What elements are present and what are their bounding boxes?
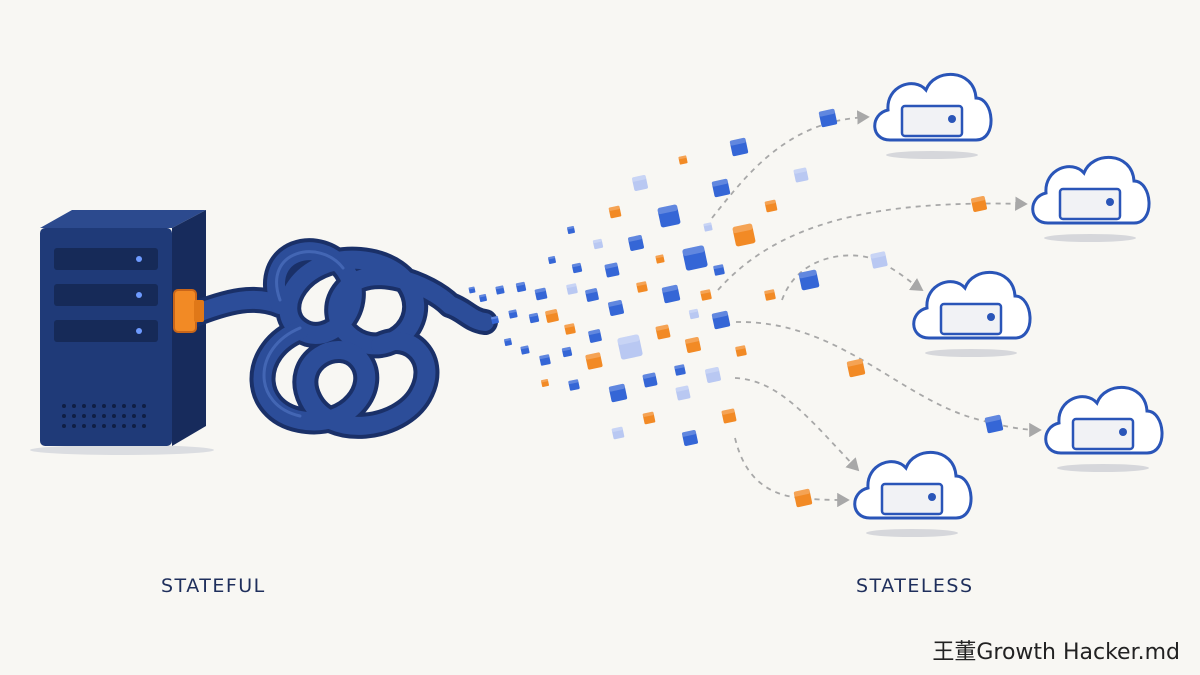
cloud-server-icon <box>1031 156 1151 242</box>
data-cube-icon <box>721 408 737 424</box>
data-cube-icon <box>608 383 628 403</box>
data-cube-icon <box>534 287 548 301</box>
data-cube-icon <box>685 337 701 353</box>
data-cube-icon <box>764 289 776 301</box>
data-cube-icon <box>636 281 648 293</box>
data-cube-icon <box>592 238 604 250</box>
data-cube-icon <box>732 223 756 247</box>
data-cube-icon <box>682 430 698 446</box>
data-cube-icon <box>674 364 686 376</box>
data-cube-icon <box>515 281 527 293</box>
cloud-server-icon <box>912 271 1032 357</box>
data-cube-icon <box>793 488 813 508</box>
data-cube-icon <box>984 414 1004 434</box>
data-cube-icon <box>971 196 987 212</box>
cloud-server-icon <box>853 451 973 537</box>
stateful-label: STATEFUL <box>161 575 266 597</box>
data-cube-icon <box>564 323 576 335</box>
data-cube-icon <box>571 262 583 274</box>
data-cube-icon <box>504 338 512 346</box>
data-cube-icon <box>711 310 731 330</box>
data-cube-icon <box>528 312 540 324</box>
data-cube-icon <box>703 222 713 232</box>
data-cube-icon <box>642 372 658 388</box>
data-cube-icon <box>585 288 599 302</box>
data-cube-icon <box>479 294 487 302</box>
data-cube-icon <box>870 251 888 269</box>
cloud-server-group <box>853 73 1164 537</box>
data-cube-icon <box>729 137 749 157</box>
data-cube-icon <box>548 256 556 264</box>
power-plug-icon <box>173 289 204 333</box>
data-cube-icon <box>520 345 530 355</box>
data-cube-icon <box>675 385 691 401</box>
data-cube-icon <box>713 264 725 276</box>
data-cube-icon <box>585 352 603 370</box>
data-cube-icon <box>632 175 648 191</box>
data-cube-icon <box>541 379 549 387</box>
data-cube-icon <box>798 269 820 291</box>
data-cube-icon <box>608 300 624 316</box>
data-cube-icon <box>678 155 688 165</box>
data-cube-icon <box>711 178 731 198</box>
data-cube-icon <box>604 262 620 278</box>
data-cube-icon <box>688 308 700 320</box>
data-cube-icon <box>495 285 505 295</box>
data-cube-icon <box>508 309 518 319</box>
data-cube-icon <box>566 283 578 295</box>
data-cube-icon <box>468 286 476 294</box>
data-cube-icon <box>846 358 866 378</box>
data-cube-icon <box>793 167 809 183</box>
cloud-server-icon <box>1044 386 1164 472</box>
data-cube-icon <box>661 284 681 304</box>
data-cube-icon <box>628 235 644 251</box>
data-cube-icon <box>617 334 643 360</box>
data-cube-icon <box>764 199 778 213</box>
data-cube-icon <box>568 379 580 391</box>
data-cube-icon <box>588 329 602 343</box>
data-cube-icon <box>657 204 681 228</box>
data-cube-icon <box>735 345 747 357</box>
data-cube-icon <box>491 316 499 324</box>
data-cube-icon <box>655 254 665 264</box>
data-cube-icon <box>642 411 656 425</box>
data-cube-icon <box>700 289 712 301</box>
server-tower-icon <box>30 210 214 455</box>
tangled-cable-icon <box>177 238 498 439</box>
data-cube-group <box>468 108 1004 508</box>
data-cube-icon <box>545 309 559 323</box>
data-cube-icon <box>539 354 551 366</box>
data-cube-icon <box>818 108 838 128</box>
data-cube-icon <box>608 205 622 219</box>
cloud-server-icon <box>873 73 993 159</box>
data-cube-icon <box>705 367 721 383</box>
data-cube-icon <box>561 346 573 358</box>
stateless-label: STATELESS <box>856 575 974 597</box>
data-cube-icon <box>611 426 625 440</box>
watermark-text: 王董Growth Hacker.md <box>932 640 1180 665</box>
data-cube-icon <box>682 245 708 271</box>
data-cube-icon <box>655 324 671 340</box>
data-cube-icon <box>567 226 575 234</box>
